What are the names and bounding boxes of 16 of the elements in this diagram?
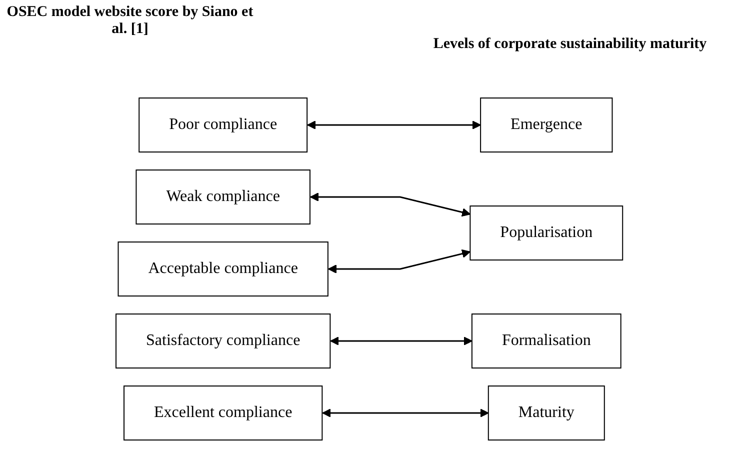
- node-box: Poor compliance: [138, 98, 308, 152]
- arrow: [330, 336, 473, 346]
- node-box: Maturity: [488, 386, 606, 440]
- node-box: Excellent compliance: [124, 386, 323, 440]
- column-heading: Levels of corporate sustainability maturity: [432, 36, 708, 53]
- arrow: [322, 408, 489, 418]
- node-box: Weak compliance: [136, 170, 311, 224]
- arrow: [310, 192, 471, 217]
- node-box: Emergence: [480, 98, 613, 152]
- arrow: [328, 249, 471, 274]
- node-box: Formalisation: [472, 314, 622, 368]
- node-box: Acceptable compliance: [118, 242, 329, 296]
- node-box: Popularisation: [470, 206, 624, 260]
- node-box: Satisfactory compliance: [116, 314, 331, 368]
- arrow: [307, 120, 482, 130]
- column-heading: OSEC model website score by Siano et al. [1]: [6, 4, 254, 38]
